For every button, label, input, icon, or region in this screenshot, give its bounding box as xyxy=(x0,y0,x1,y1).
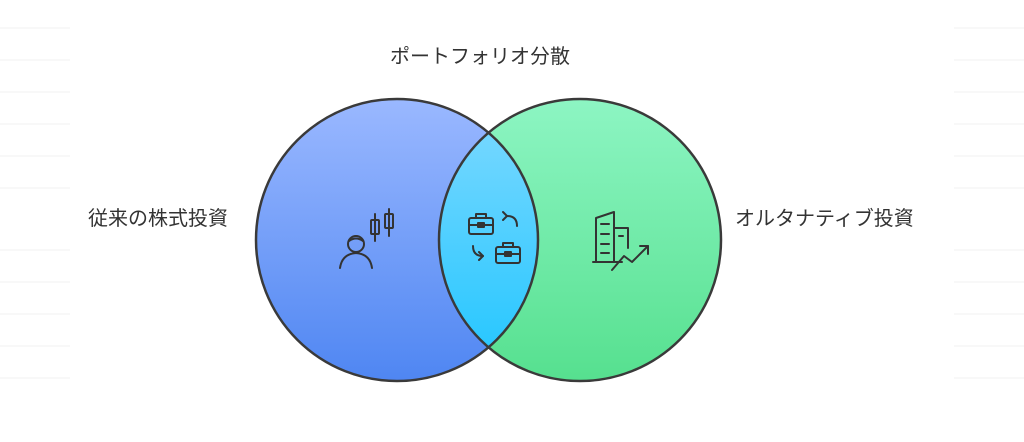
diagram-title: ポートフォリオ分散 xyxy=(390,44,570,68)
investor-candlestick-icon xyxy=(339,208,394,269)
right-set-outline xyxy=(437,97,723,383)
left-set-label: 従来の株式投資 xyxy=(88,206,228,230)
intersection-region xyxy=(439,99,538,381)
building-growth-icon xyxy=(592,211,649,271)
right-set-label: オルタナティブ投資 xyxy=(735,206,914,230)
portfolio-exchange-icon xyxy=(468,211,521,264)
left-set-outline xyxy=(254,97,540,383)
